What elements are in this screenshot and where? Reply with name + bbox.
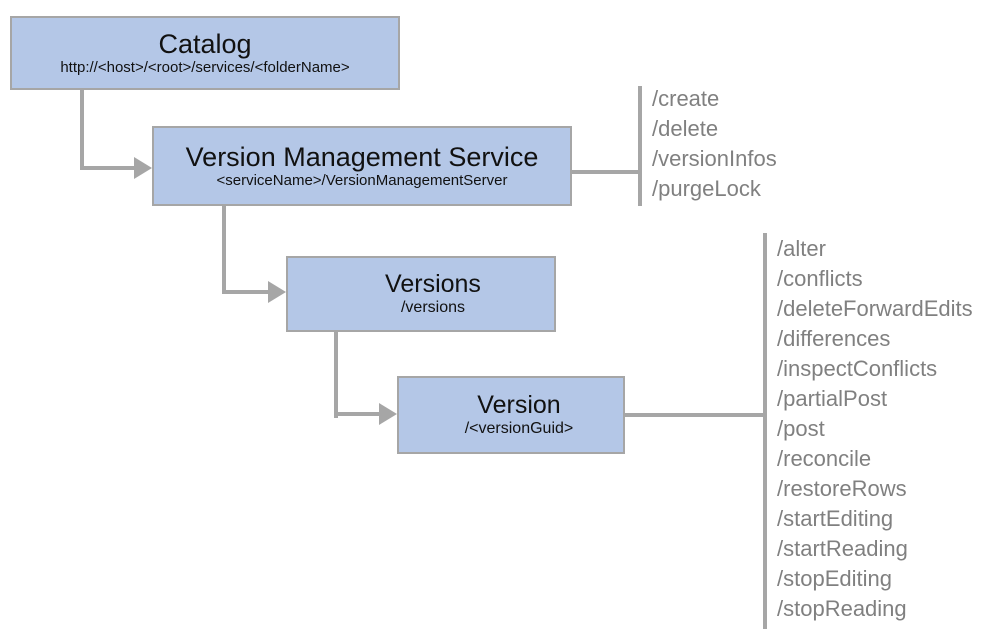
operation-version: /stopReading [777,596,907,621]
operation-version: /partialPost [777,386,888,411]
operation-list-version: /alter/conflicts/deleteForwardEdits/diff… [777,234,973,624]
connector-catalog-to-service-vertical [80,90,84,170]
node-versions-subtitle: /versions [400,299,466,317]
node-versions[interactable]: Versions /versions [286,256,556,332]
operation-version: /deleteForwardEdits [777,296,973,321]
connector-service-to-versions-horizontal [222,290,272,294]
operation-service: /versionInfos [652,146,777,171]
arrowhead-versions-to-version [379,403,397,425]
operation-service: /delete [652,116,719,141]
operation-service: /create [652,86,720,111]
arrowhead-service-to-versions [268,281,286,303]
operation-service: /purgeLock [652,176,761,201]
operation-list-service: /create/delete/versionInfos/purgeLock [652,84,777,204]
operations-bracket-version [763,233,767,629]
connector-versions-to-version-horizontal [334,412,382,416]
node-version-management-service[interactable]: Version Management Service <serviceName>… [152,126,572,206]
node-versions-title: Versions [385,270,481,299]
node-version-management-service-subtitle: <serviceName>/VersionManagementServer [216,171,508,189]
operation-version: /stopEditing [777,566,892,591]
node-catalog-title: Catalog [158,28,252,59]
node-version-title: Version [477,391,561,420]
connector-service-to-operations [570,170,642,174]
node-catalog-subtitle: http://<host>/<root>/services/<folderNam… [60,58,350,76]
connector-catalog-to-service-horizontal [80,166,138,170]
node-version[interactable]: Version /<versionGuid> [397,376,625,454]
operation-version: /conflicts [777,266,863,291]
connector-versions-to-version-vertical [334,332,338,418]
operations-bracket-service [638,86,642,206]
operation-version: /reconcile [777,446,872,471]
connector-service-to-versions-vertical [222,206,226,294]
operation-version: /startEditing [777,506,894,531]
arrowhead-catalog-to-service [134,157,152,179]
operation-version: /alter [777,236,826,261]
operation-version: /post [777,416,825,441]
connector-version-to-operations [623,413,767,417]
node-version-management-service-title: Version Management Service [185,141,539,172]
operation-version: /startReading [777,536,908,561]
node-catalog[interactable]: Catalog http://<host>/<root>/services/<f… [10,16,400,90]
operation-version: /inspectConflicts [777,356,938,381]
node-version-subtitle: /<versionGuid> [464,420,574,438]
operation-version: /differences [777,326,891,351]
operation-version: /restoreRows [777,476,907,501]
